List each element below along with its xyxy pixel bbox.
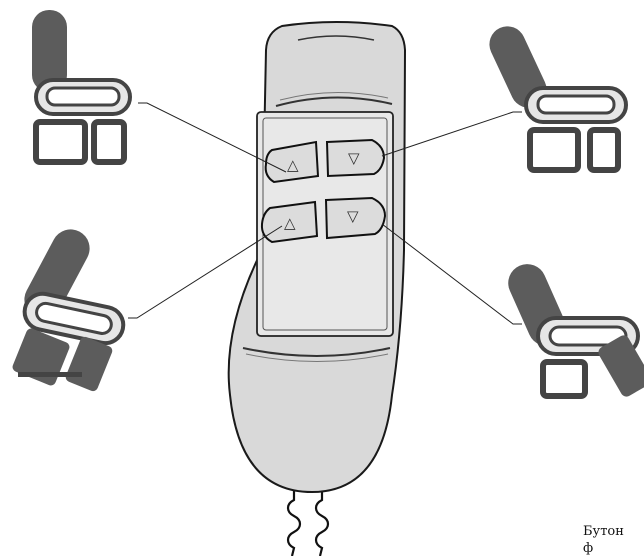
leg-down-button[interactable]: ▽ xyxy=(324,196,387,240)
down-arrow-icon: ▽ xyxy=(347,207,359,225)
leader-lines xyxy=(128,102,522,325)
leader-line-leg-down xyxy=(381,223,522,325)
leader-line-back-up xyxy=(138,102,287,173)
up-arrow-icon: △ xyxy=(287,156,299,174)
down-arrow-icon: ▽ xyxy=(348,149,360,167)
remote-buttons: △ ▽ △ ▽ xyxy=(260,138,387,244)
chair-reclined-icon xyxy=(489,26,628,173)
leader-line-leg-up xyxy=(128,225,283,319)
caption-line-2: ф xyxy=(583,541,594,556)
caption-line-1: Бутон xyxy=(583,524,624,539)
leg-up-button[interactable]: △ xyxy=(260,200,319,244)
chair-lift-icon xyxy=(12,229,126,392)
chair-legrest-icon xyxy=(508,264,644,399)
chair-upright-icon xyxy=(32,10,132,165)
leader-line-back-down xyxy=(381,111,522,157)
remote-cord xyxy=(286,490,330,556)
back-up-button[interactable]: △ xyxy=(264,140,320,184)
remote-body xyxy=(227,21,407,494)
up-arrow-icon: △ xyxy=(284,214,296,232)
back-down-button[interactable]: ▽ xyxy=(325,138,386,178)
